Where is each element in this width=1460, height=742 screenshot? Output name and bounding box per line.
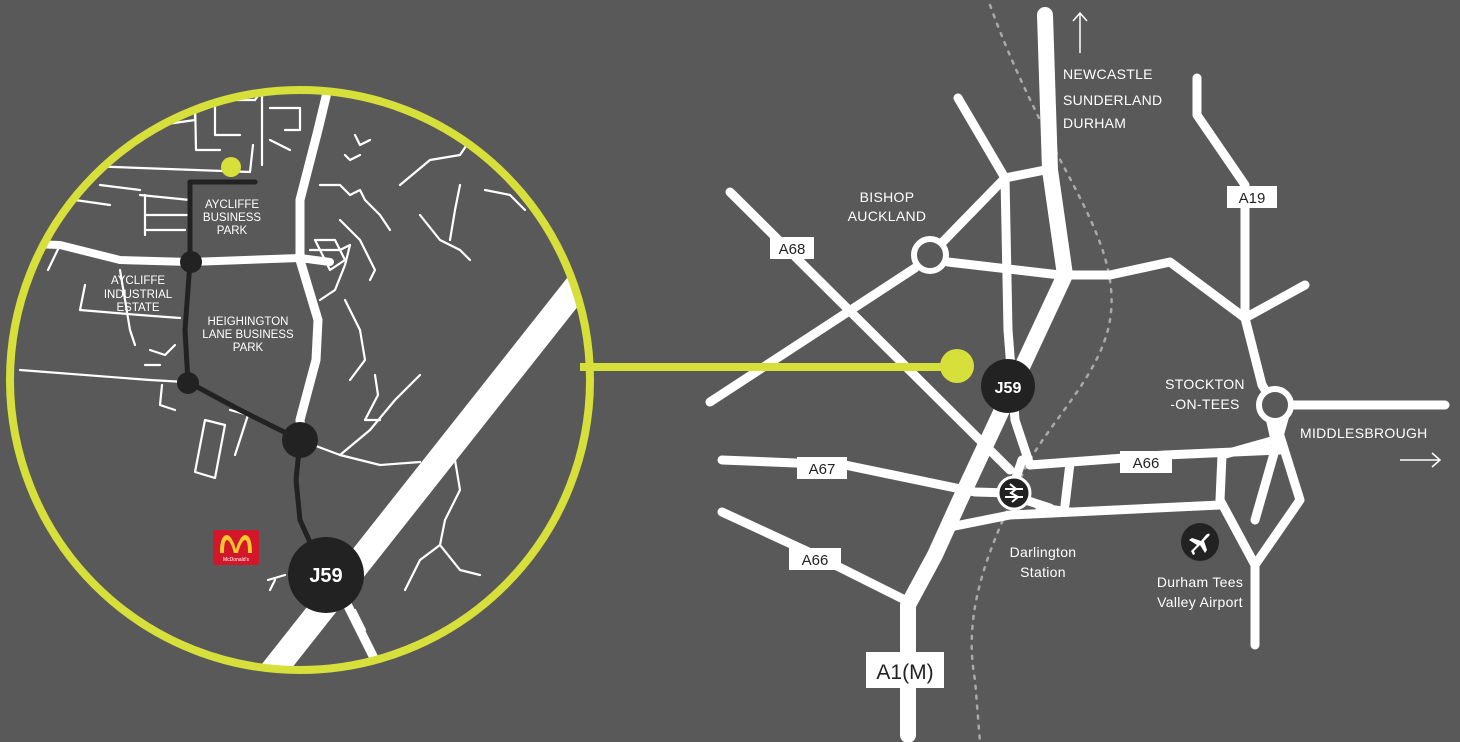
svg-text:Durham Tees: Durham Tees [1157, 574, 1243, 590]
airplane-icon [1181, 523, 1219, 561]
route-junction-dot [177, 372, 199, 394]
airport-label: Durham Tees Valley Airport [1157, 574, 1243, 610]
arrow-north-icon [1072, 11, 1088, 53]
svg-text:BUSINESS: BUSINESS [203, 212, 261, 224]
svg-text:A66: A66 [802, 552, 829, 569]
route-junction-dot [180, 251, 202, 273]
svg-text:AYCLIFFE: AYCLIFFE [205, 199, 259, 211]
svg-text:McDonald's: McDonald's [223, 557, 249, 563]
middlesbrough-label: MIDDLESBROUGH [1300, 425, 1428, 441]
road-label-a66-east: A66 [1120, 451, 1172, 473]
road-label-a1m: A1(M) [866, 652, 944, 688]
svg-text:AYCLIFFE: AYCLIFFE [111, 275, 165, 287]
inset-site-marker [221, 157, 241, 177]
svg-text:A1(M): A1(M) [876, 661, 933, 684]
svg-text:AUCKLAND: AUCKLAND [848, 208, 927, 224]
inset-map: AYCLIFFE BUSINESS PARK AYCLIFFE INDUSTRI… [6, 86, 594, 674]
aycliffe-business-park-label: AYCLIFFE BUSINESS PARK [203, 199, 261, 237]
darlington-station-label: Darlington Station [1010, 544, 1077, 580]
site-location-marker [940, 349, 974, 383]
svg-text:NEWCASTLE: NEWCASTLE [1063, 66, 1153, 82]
svg-text:ESTATE: ESTATE [116, 302, 159, 314]
road-label-a68: A68 [770, 237, 814, 259]
river-tees [970, 3, 1113, 742]
svg-text:PARK: PARK [233, 342, 264, 354]
svg-text:BISHOP: BISHOP [860, 189, 915, 205]
svg-text:A68: A68 [779, 241, 806, 258]
svg-text:SUNDERLAND: SUNDERLAND [1063, 92, 1162, 108]
inset-route [182, 179, 321, 563]
inset-main-road [295, 90, 335, 445]
inset-j59-marker: J59 [288, 537, 364, 613]
train-station-icon [996, 475, 1032, 511]
svg-text:-ON-TEES: -ON-TEES [1170, 396, 1239, 412]
svg-text:Darlington: Darlington [1010, 544, 1077, 560]
stockton-label: STOCKTON -ON-TEES [1165, 376, 1245, 412]
svg-text:PARK: PARK [217, 225, 248, 237]
road-label-a19: A19 [1227, 186, 1277, 208]
route-roundabout-dot [282, 422, 318, 458]
svg-text:DURHAM: DURHAM [1063, 115, 1126, 131]
road-label-a67: A67 [797, 457, 847, 479]
stockton-roundabout [1256, 386, 1294, 424]
bishop-auckland-roundabout [911, 236, 949, 274]
heighington-lane-label: HEIGHINGTON LANE BUSINESS PARK [202, 316, 294, 354]
road-label-a66-west: A66 [789, 548, 841, 570]
regional-map: A68 A19 A67 A66 A66 A1(M) [705, 3, 1450, 742]
svg-text:STOCKTON: STOCKTON [1165, 376, 1245, 392]
svg-text:A67: A67 [809, 461, 836, 478]
destinations-north: NEWCASTLE SUNDERLAND DURHAM [1063, 66, 1162, 131]
svg-text:A66: A66 [1133, 455, 1160, 472]
svg-text:Valley Airport: Valley Airport [1157, 594, 1243, 610]
svg-text:LANE BUSINESS: LANE BUSINESS [202, 329, 294, 341]
a1m-motorway [900, 7, 1073, 742]
inset-frame [6, 86, 594, 674]
mcdonalds-logo: McDonald's [213, 530, 259, 565]
inset-a1m [239, 261, 590, 670]
svg-text:Station: Station [1020, 564, 1066, 580]
svg-text:J59: J59 [995, 380, 1022, 397]
aycliffe-industrial-estate-label: AYCLIFFE INDUSTRIAL ESTATE [104, 275, 173, 314]
svg-text:J59: J59 [309, 565, 342, 587]
arrow-east-icon [1400, 452, 1442, 468]
svg-text:HEIGHINGTON: HEIGHINGTON [208, 316, 289, 328]
bishop-auckland-label: BISHOP AUCKLAND [848, 189, 927, 224]
svg-text:INDUSTRIAL: INDUSTRIAL [104, 289, 173, 301]
j59-junction-marker: J59 [981, 359, 1035, 413]
svg-text:A19: A19 [1239, 190, 1266, 207]
